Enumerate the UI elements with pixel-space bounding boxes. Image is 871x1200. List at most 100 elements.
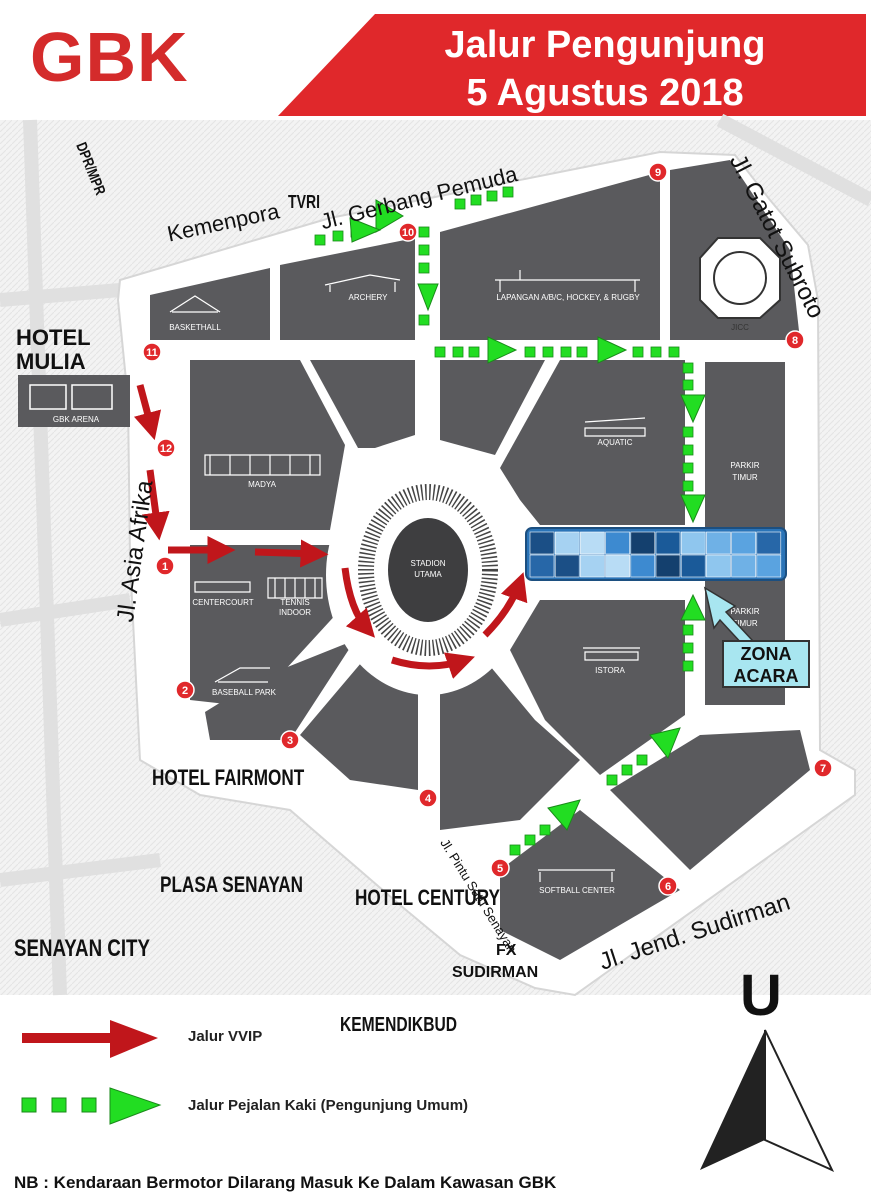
pedestrian-route-square (682, 480, 694, 492)
event-zone-cell (756, 531, 782, 555)
gate-marker-1: 1 (155, 556, 175, 576)
pedestrian-route-square (621, 764, 633, 776)
banner-title-line2: 5 Agustus 2018 (466, 72, 744, 114)
label-hotel-century: HOTEL CENTURY (355, 885, 500, 910)
label-parkir-timur-2b: TIMUR (732, 619, 758, 628)
block-east-top (500, 360, 685, 525)
gate-marker-label: 9 (655, 167, 661, 179)
block-ring-s (440, 660, 580, 830)
event-zone-cell (580, 554, 605, 578)
gate-marker-label: 10 (402, 227, 414, 239)
gate-marker-9: 9 (648, 162, 668, 182)
gate-marker-label: 4 (425, 793, 432, 805)
block-ring-ne (440, 360, 545, 455)
gate-marker-label: 8 (792, 335, 798, 347)
pedestrian-route-square (682, 624, 694, 636)
label-parkir-timur-1a: PARKIR (730, 461, 759, 470)
gate-marker-label: 7 (820, 763, 826, 775)
pedestrian-route-square (418, 226, 430, 238)
label-baskethall: BASKETHALL (169, 323, 221, 332)
background-roads (0, 113, 871, 996)
block-northwest (190, 360, 345, 530)
pedestrian-route-square (502, 186, 514, 198)
event-zone-cell (580, 531, 605, 555)
pedestrian-route-square (682, 379, 694, 391)
pedestrian-route-square (668, 346, 680, 358)
venue-icons (169, 270, 646, 882)
pedestrian-route-square (632, 346, 644, 358)
label-baseball: BASEBALL PARK (212, 688, 277, 697)
block-north (440, 172, 660, 340)
vvip-route (133, 384, 528, 679)
event-zone-cell (630, 531, 656, 555)
pedestrian-route-square (524, 834, 536, 846)
pedestrian-route-square (576, 346, 588, 358)
gate-marker-label: 5 (497, 863, 503, 875)
pedestrian-route-square (539, 824, 551, 836)
event-zone-cell (655, 531, 681, 555)
block-archery (280, 238, 415, 340)
label-parkir-timur-2a: PARKIR (730, 607, 759, 616)
pedestrian-route-square (332, 230, 344, 242)
pedestrian-route-square (606, 774, 618, 786)
event-zone-cell (630, 554, 656, 578)
label-hotel-fairmont: HOTEL FAIRMONT (152, 765, 305, 790)
pedestrian-route-square (314, 234, 326, 246)
block-south-east (610, 730, 810, 870)
pedestrian-route-square (560, 346, 572, 358)
pedestrian-route-square (524, 346, 536, 358)
event-zone-cell (605, 531, 630, 555)
block-softball (500, 810, 680, 960)
event-zone-cell (756, 554, 782, 578)
event-zone-cell (680, 531, 706, 555)
gate-marker-5: 5 (490, 858, 510, 878)
pedestrian-route-square (418, 262, 430, 274)
label-lapangan: LAPANGAN A/B/C, HOCKEY, & RUGBY (496, 293, 640, 302)
event-zone-grid (525, 527, 787, 581)
block-basketball (150, 268, 270, 340)
label-tennis: TENNIS (280, 598, 309, 607)
pedestrian-route-square (682, 462, 694, 474)
block-southwest (205, 640, 355, 740)
label-aquatic: AQUATIC (598, 438, 633, 447)
block-ring-nw (310, 360, 415, 448)
gate-marker-6: 6 (658, 876, 678, 896)
label-senayan-city: SENAYAN CITY (14, 935, 150, 962)
event-zone-cell (655, 554, 681, 578)
label-hotel-mulia-line2: MULIA (16, 349, 86, 374)
block-istora (510, 600, 685, 775)
label-hotel-mulia: HOTEL MULIA (16, 326, 91, 374)
label-istora: ISTORA (595, 666, 625, 675)
event-zone-cell (731, 554, 756, 578)
pedestrian-route-square (509, 844, 521, 856)
pedestrian-route-square (418, 244, 430, 256)
pedestrian-route-square (468, 346, 480, 358)
gate-marker-4: 4 (418, 788, 438, 808)
gate-marker-10: 10 (398, 222, 418, 242)
event-zone-cell (529, 531, 555, 555)
event-zone-cell (731, 531, 756, 555)
event-zone-cell (554, 531, 580, 555)
pedestrian-route-square (434, 346, 446, 358)
pedestrian-route-square (682, 362, 694, 374)
pedestrian-route-square (682, 642, 694, 654)
pedestrian-route-square (486, 190, 498, 202)
gate-marker-12: 12 (156, 438, 176, 458)
compass-north-label: U (740, 963, 782, 1028)
pedestrian-route-square (418, 314, 430, 326)
label-madya: MADYA (248, 480, 277, 489)
title-banner (278, 14, 866, 116)
pedestrian-route-square (682, 444, 694, 456)
pedestrian-route-square (542, 346, 554, 358)
pedestrian-route-square (452, 346, 464, 358)
label-archery: ARCHERY (349, 293, 389, 302)
label-utama: UTAMA (414, 570, 442, 579)
label-indoor: INDOOR (279, 608, 311, 617)
event-zone-cell (680, 554, 706, 578)
label-fx-line1: FX (496, 942, 517, 959)
complex-blocks (150, 160, 810, 960)
pedestrian-route-square (682, 660, 694, 672)
event-zone-cell (605, 554, 630, 578)
